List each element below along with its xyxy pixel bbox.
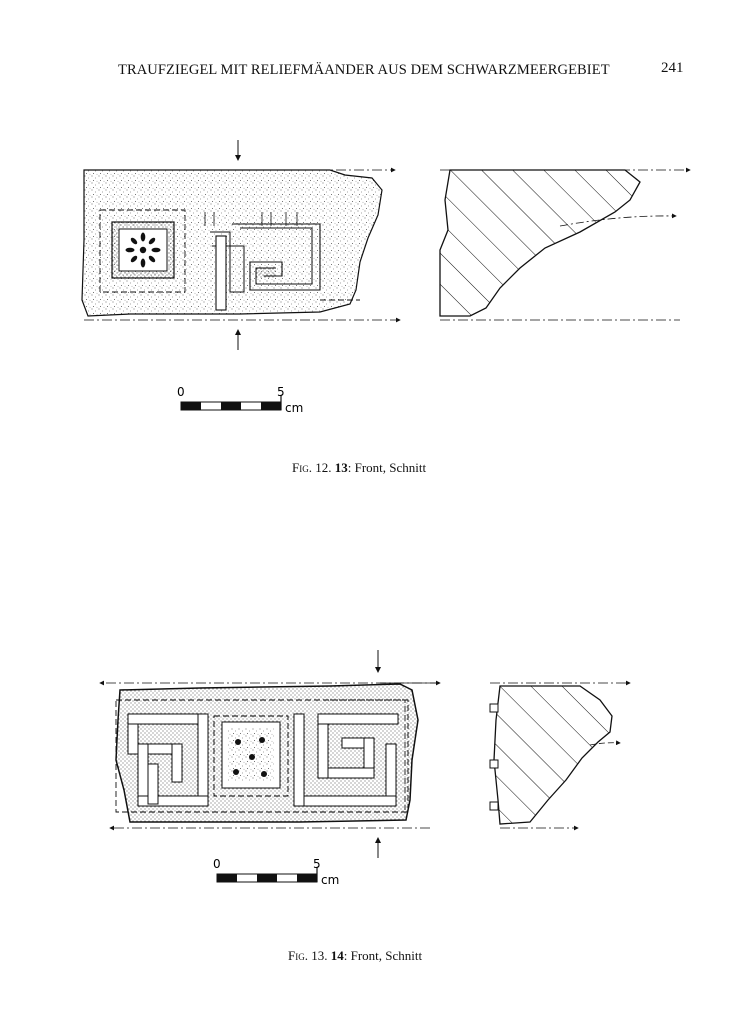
fig12-front-view bbox=[81, 140, 401, 350]
fig13-scale-unit: cm bbox=[321, 873, 339, 887]
caption-item: 14 bbox=[330, 948, 344, 963]
fig13-scale-zero: 0 bbox=[213, 857, 221, 871]
fig12-scale-zero: 0 bbox=[177, 385, 185, 399]
caption-number: 13. bbox=[311, 948, 328, 963]
caption-text: : Front, Schnitt bbox=[343, 948, 423, 963]
figure-caption-12: Fig. 12. 13: Front, Schnitt bbox=[292, 460, 426, 476]
caption-item: 13 bbox=[334, 460, 348, 475]
caption-prefix: Fig. bbox=[288, 948, 308, 963]
fig13-front-view bbox=[99, 650, 441, 858]
figure-caption-13: Fig. 13. 14: Front, Schnitt bbox=[288, 948, 422, 964]
caption-number: 12. bbox=[315, 460, 332, 475]
fig12-scale-bar bbox=[180, 395, 282, 411]
caption-prefix: Fig. bbox=[292, 460, 312, 475]
caption-text: : Front, Schnitt bbox=[347, 460, 427, 475]
fig12-scale-unit: cm bbox=[285, 401, 303, 415]
running-header: TRAUFZIEGEL MIT RELIEFMÄANDER AUS DEM SC… bbox=[118, 62, 610, 78]
page-number: 241 bbox=[661, 60, 684, 76]
fig12-scale-five: 5 bbox=[277, 385, 285, 399]
fig13-section-view bbox=[489, 680, 631, 831]
fig12-section-view bbox=[439, 167, 691, 321]
fig13-scale-five: 5 bbox=[313, 857, 321, 871]
fig13-scale-bar bbox=[216, 867, 318, 883]
